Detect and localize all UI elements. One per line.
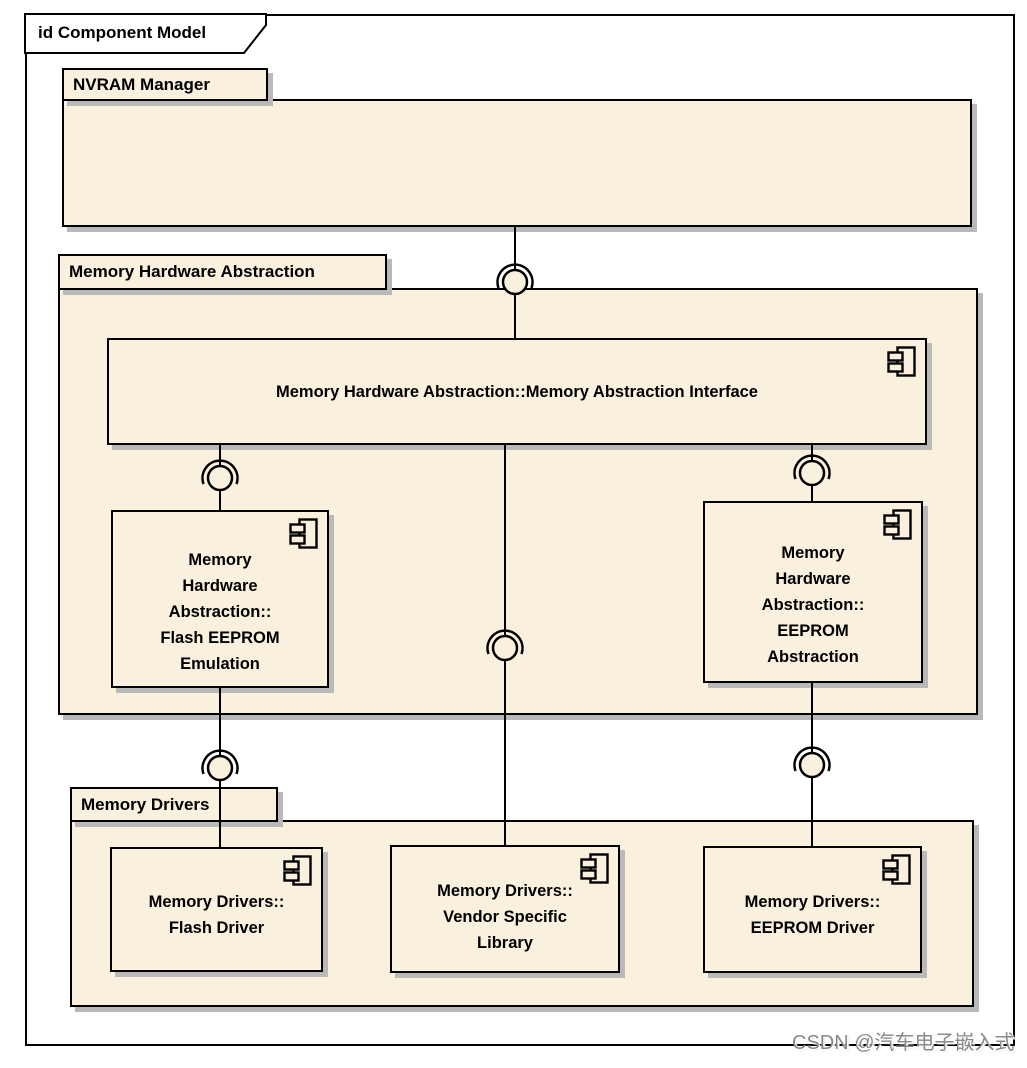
component-flash-driver-label: Memory Drivers:: Flash Driver <box>148 892 285 937</box>
package-nvram-manager-tab: NVRAM Manager <box>62 68 268 101</box>
package-memory-hardware-abstraction-tab: Memory Hardware Abstraction <box>58 254 387 290</box>
component-eeprom-abstraction: Memory Hardware Abstraction:: EEPROM Abs… <box>703 501 923 683</box>
package-nvram-manager-body <box>62 99 972 227</box>
component-eeprom-driver: Memory Drivers:: EEPROM Driver <box>703 846 922 973</box>
package-memory-drivers-label: Memory Drivers <box>81 794 210 814</box>
frame-tab-shape <box>24 13 267 54</box>
frame-label: id Component Model <box>38 23 207 42</box>
frame-tab <box>24 13 267 54</box>
component-icon <box>289 518 318 549</box>
component-memory-abstraction-interface: Memory Hardware Abstraction::Memory Abst… <box>107 338 927 445</box>
component-flash-driver: Memory Drivers:: Flash Driver <box>110 847 323 972</box>
component-eeprom-driver-label: Memory Drivers:: EEPROM Driver <box>744 892 881 937</box>
component-flash-eeprom-emulation-label: Memory Hardware Abstraction:: Flash EEPR… <box>160 551 280 673</box>
watermark: CSDN @汽车电子嵌入式 <box>792 1032 1015 1054</box>
component-flash-eeprom-emulation: Memory Hardware Abstraction:: Flash EEPR… <box>111 510 329 688</box>
component-eeprom-abstraction-label: Memory Hardware Abstraction:: EEPROM Abs… <box>761 544 865 666</box>
component-icon <box>882 854 911 885</box>
component-icon <box>887 346 916 377</box>
package-nvram-manager-label: NVRAM Manager <box>73 74 210 94</box>
package-memory-hardware-abstraction-label: Memory Hardware Abstraction <box>69 262 315 281</box>
component-vendor-specific-library: Memory Drivers:: Vendor Specific Library <box>390 845 620 973</box>
component-memory-abstraction-interface-label: Memory Hardware Abstraction::Memory Abst… <box>276 382 758 401</box>
component-icon <box>580 853 609 884</box>
package-memory-drivers-tab: Memory Drivers <box>70 787 278 822</box>
component-icon <box>883 509 912 540</box>
component-vendor-specific-library-label: Memory Drivers:: Vendor Specific Library <box>437 882 573 952</box>
component-icon <box>283 855 312 886</box>
